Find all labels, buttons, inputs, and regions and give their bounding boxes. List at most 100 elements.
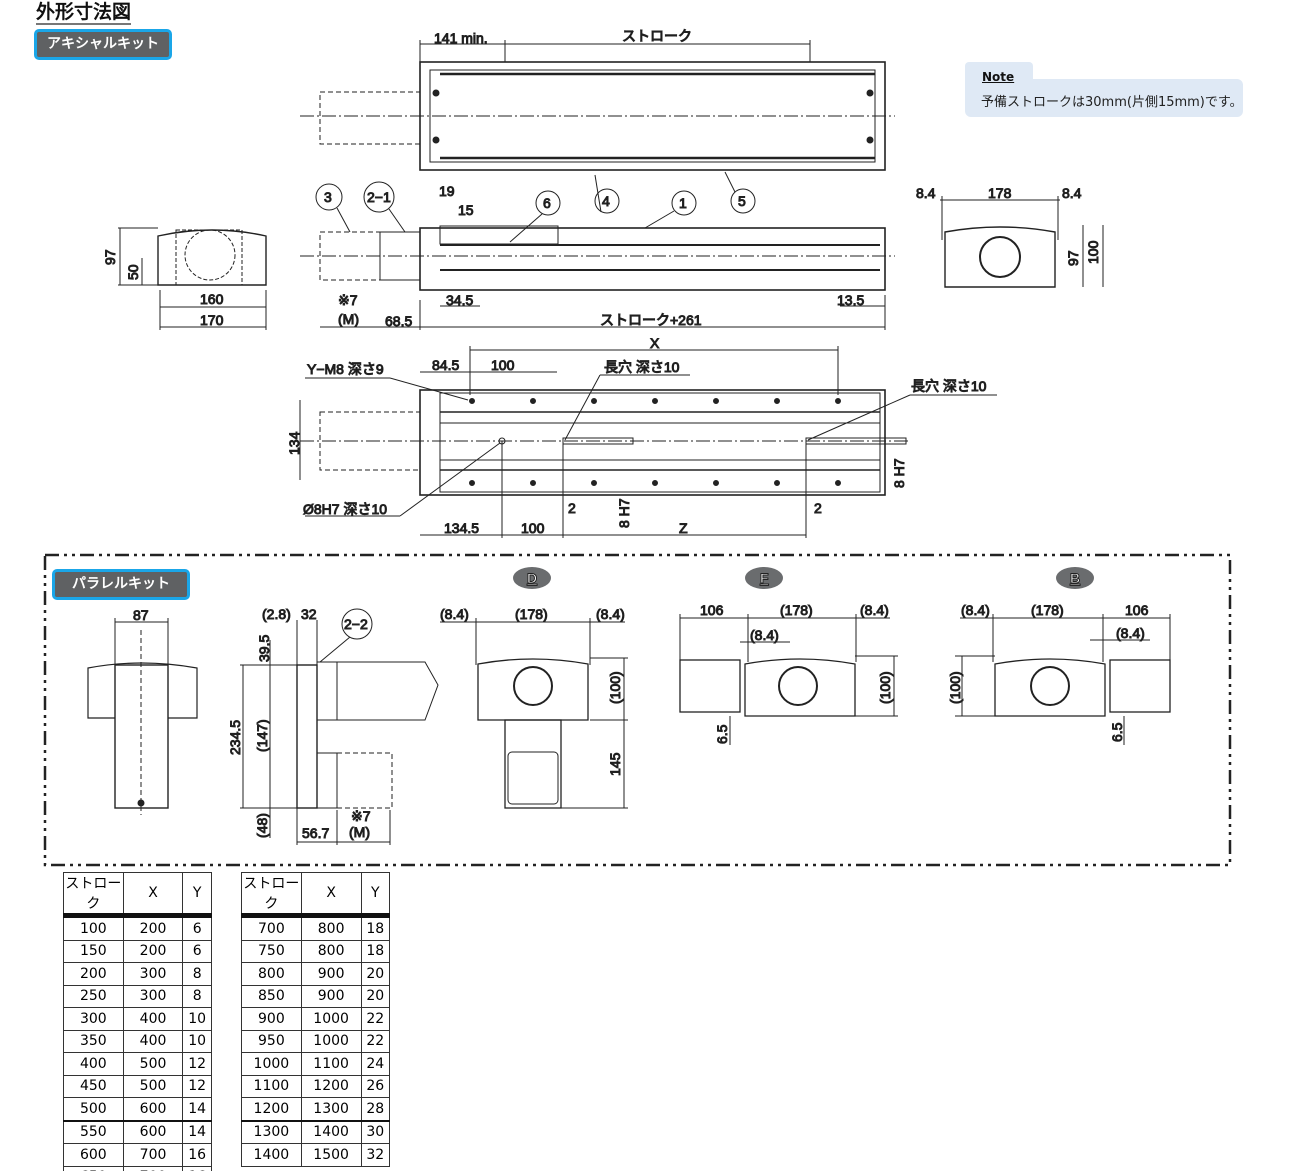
table-cell: 1500 (300, 1143, 362, 1167)
table-cell: 26 (360, 1074, 390, 1098)
table-cell: 8 (182, 984, 212, 1008)
dim-68-5: 68.5 (385, 313, 412, 329)
dim-b-100: (100) (947, 671, 963, 704)
table-cell: 100 (63, 915, 124, 941)
table-cell: 800 (300, 939, 362, 963)
bottom-view (299, 346, 997, 538)
dim-97-right: 97 (1065, 250, 1081, 266)
dim-100-right: 100 (1085, 240, 1101, 264)
table-cell: 700 (122, 1143, 184, 1167)
balloon-2-1: 2−1 (367, 189, 391, 205)
balloon-1: 1 (679, 195, 687, 211)
dim-2-8: (2.8) (262, 606, 291, 622)
dim-b-6-5: 6.5 (1109, 722, 1125, 742)
right-end-view (940, 196, 1104, 288)
note-text: 予備ストロークは30mm(片側15mm)です。 (981, 95, 1243, 110)
page-title: 外形寸法図 (36, 1, 132, 25)
table-cell: 500 (63, 1097, 124, 1121)
table-cell: 900 (300, 984, 362, 1008)
table-cell: 500 (122, 1074, 184, 1098)
table-cell: 800 (300, 915, 362, 941)
dim-d-100: (100) (607, 671, 623, 704)
view-badge-b: B (1070, 570, 1080, 586)
table-cell: 300 (122, 962, 184, 986)
dim-19: 19 (439, 183, 455, 199)
note-heading: Note (982, 70, 1015, 84)
dim-87: 87 (133, 607, 149, 623)
view-badge-f: F (760, 570, 769, 586)
dim-234-5: 234.5 (227, 720, 243, 755)
table-cell: 18 (360, 939, 390, 963)
dim-100-bottom: 100 (521, 520, 545, 536)
dim-32: 32 (301, 606, 317, 622)
table-cell: 18 (360, 915, 390, 941)
table-cell: 12 (182, 1052, 212, 1076)
table-cell: 14 (182, 1119, 212, 1144)
note-box: Note 予備ストロークは30mm(片側15mm)です。 (965, 62, 1243, 117)
dim-m: (M) (338, 311, 359, 327)
label-slot-1: 長穴 深さ10 (604, 359, 680, 375)
dim-2-a: 2 (568, 500, 576, 516)
dim-b-8-4-b: (8.4) (1116, 625, 1145, 641)
balloon-2-2: 2−2 (344, 616, 368, 632)
table-cell: 250 (63, 984, 124, 1008)
table-cell: 900 (300, 962, 362, 986)
table-cell: 1400 (241, 1143, 302, 1167)
balloon-4: 4 (602, 193, 610, 209)
dim-160: 160 (200, 291, 224, 307)
dim-50: 50 (125, 264, 141, 280)
dim-134: 134 (286, 431, 302, 455)
table-cell: 600 (122, 1119, 184, 1144)
dim-f-6-5: 6.5 (714, 724, 730, 744)
table-cell: 450 (63, 1074, 124, 1098)
column-header: ストローク (63, 872, 124, 918)
dim-13-5: 13.5 (837, 292, 864, 308)
balloons (315, 171, 756, 243)
column-header: Y (182, 872, 212, 918)
dim-134-5: 134.5 (444, 520, 479, 536)
dim-147: (147) (254, 719, 270, 752)
table-cell: 750 (241, 939, 302, 963)
dim-d-8-4-a: (8.4) (440, 606, 469, 622)
table-cell: 400 (122, 1029, 184, 1053)
side-view (300, 225, 895, 330)
table-cell: 22 (360, 1007, 390, 1031)
parallel-kit-badge: パラレルキット (52, 569, 190, 600)
table-cell: 550 (63, 1119, 124, 1144)
dim-d-145: 145 (607, 752, 623, 776)
table-cell: 850 (241, 984, 302, 1008)
view-badge-d: D (527, 570, 537, 586)
column-header: X (122, 872, 184, 918)
table-cell: 650 (63, 1165, 124, 1171)
table-cell: 500 (122, 1052, 184, 1076)
dim-178-right: 178 (988, 185, 1012, 201)
table-cell: 30 (360, 1119, 390, 1144)
dim-56-7: 56.7 (302, 825, 329, 841)
table-cell: 24 (360, 1052, 390, 1076)
dim-f-8-4-b: (8.4) (750, 627, 779, 643)
dim-8-4-right-a: 8.4 (916, 185, 936, 201)
view-badges (513, 567, 1094, 589)
dim-b-106: 106 (1125, 602, 1149, 618)
dim-170: 170 (200, 312, 224, 328)
dim-48: (48) (254, 813, 270, 838)
table-cell: 6 (182, 915, 212, 941)
table-cell: 8 (182, 962, 212, 986)
dim-100-top: 100 (491, 357, 515, 373)
